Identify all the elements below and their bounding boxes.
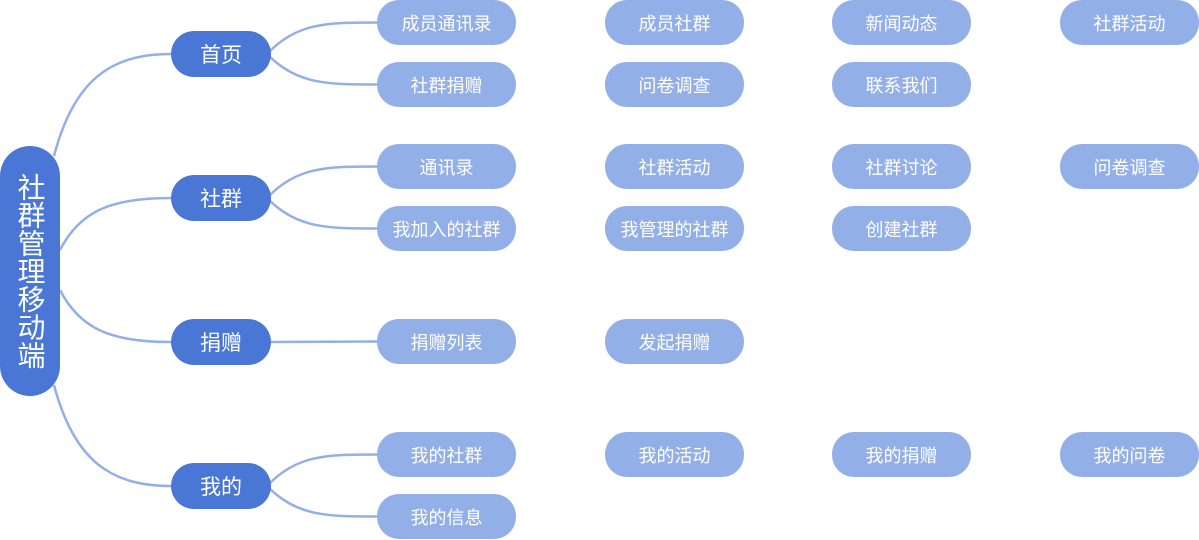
leaf-node[interactable]: 我的捐赠: [832, 432, 971, 477]
category-node-1[interactable]: 首页: [171, 31, 271, 77]
leaf-node[interactable]: 问卷调查: [605, 62, 744, 107]
category-link-2-1: [266, 165, 378, 199]
category-node-4[interactable]: 我的: [171, 463, 271, 509]
leaf-node[interactable]: 社群活动: [1060, 0, 1199, 45]
leaf-node[interactable]: 社群捐赠: [377, 62, 516, 107]
leaf-node[interactable]: 成员通讯录: [377, 0, 516, 45]
root-link-2: [58, 196, 172, 251]
leaf-node[interactable]: 我的活动: [605, 432, 744, 477]
leaf-node[interactable]: 问卷调查: [1060, 144, 1199, 189]
category-link-3-1: [270, 340, 378, 344]
leaf-node[interactable]: 发起捐赠: [605, 319, 744, 364]
leaf-node[interactable]: 社群活动: [605, 144, 744, 189]
category-link-1-2: [266, 53, 378, 86]
leaf-node[interactable]: 我加入的社群: [377, 206, 516, 251]
leaf-node[interactable]: 我管理的社群: [605, 206, 744, 251]
leaf-node[interactable]: 创建社群: [832, 206, 971, 251]
root-link-1: [52, 52, 172, 157]
leaf-node[interactable]: 捐赠列表: [377, 319, 516, 364]
leaf-node[interactable]: 新闻动态: [832, 0, 971, 45]
root-link-3: [58, 289, 172, 344]
leaf-node[interactable]: 我的问卷: [1060, 432, 1199, 477]
leaf-node[interactable]: 我的信息: [377, 494, 516, 539]
category-link-4-1: [266, 453, 378, 487]
category-node-3[interactable]: 捐赠: [171, 319, 271, 365]
category-link-2-2: [266, 197, 378, 230]
category-link-1-1: [266, 21, 378, 55]
leaf-node[interactable]: 成员社群: [605, 0, 744, 45]
leaf-node[interactable]: 社群讨论: [832, 144, 971, 189]
leaf-node[interactable]: 我的社群: [377, 432, 516, 477]
category-link-4-2: [266, 485, 378, 518]
root-node[interactable]: 社群管理移动端: [0, 146, 60, 396]
root-link-4: [52, 384, 172, 488]
category-node-2[interactable]: 社群: [171, 175, 271, 221]
leaf-node[interactable]: 联系我们: [832, 62, 971, 107]
leaf-node[interactable]: 通讯录: [377, 144, 516, 189]
